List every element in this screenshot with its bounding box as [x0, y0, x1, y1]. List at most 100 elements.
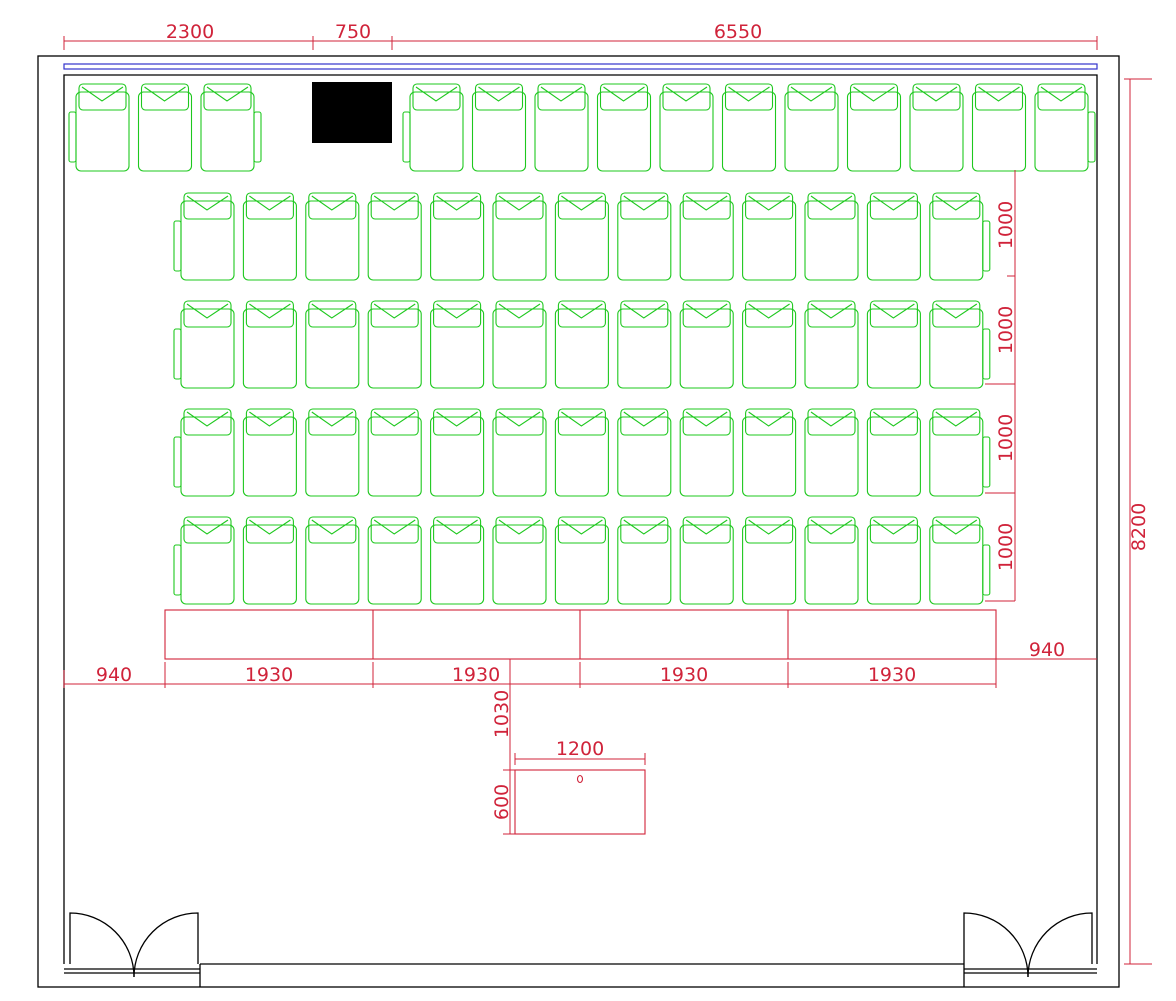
seat-icon	[929, 192, 991, 281]
seating-area	[68, 83, 1096, 605]
seat-icon	[804, 408, 859, 497]
seat-icon	[430, 192, 485, 281]
dim-label-row-4: 1000	[995, 523, 1017, 571]
seat-icon	[242, 192, 297, 281]
door-swing-icon	[69, 912, 135, 978]
dim-label-podium-depth: 600	[491, 784, 513, 820]
desk-row	[164, 609, 997, 660]
seat-icon	[492, 300, 547, 389]
seat-icon	[846, 83, 902, 172]
dim-label-podium-offset: 1030	[491, 690, 513, 738]
seat-icon	[909, 83, 964, 172]
door-right	[963, 912, 1093, 978]
dim-label-right-offset: 940	[1029, 639, 1065, 661]
seat-icon	[137, 83, 193, 172]
door-swing-icon	[963, 912, 1029, 978]
seat-icon	[173, 408, 235, 497]
seat-icon	[929, 408, 991, 497]
seat-icon	[742, 408, 797, 497]
dim-label-row-3: 1000	[995, 414, 1017, 462]
seat-icon	[430, 408, 485, 497]
inner-wall-left	[63, 74, 1098, 964]
seat-icon	[679, 192, 734, 281]
seat-icon	[784, 83, 839, 172]
door-swing-icon	[133, 912, 199, 978]
dim-label-bottom-2: 1930	[245, 664, 293, 686]
seat-icon	[173, 300, 235, 389]
dim-label-bottom-3: 1930	[452, 664, 500, 686]
seat-icon	[742, 300, 797, 389]
seat-icon	[554, 408, 609, 497]
seat-icon	[679, 300, 734, 389]
seat-icon	[492, 516, 547, 605]
seat-icon	[430, 300, 485, 389]
seat-icon	[367, 516, 422, 605]
seat-icon	[804, 192, 859, 281]
seat-icon	[471, 83, 527, 172]
seat-icon	[596, 83, 652, 172]
seat-icon	[554, 516, 609, 605]
window-icon	[63, 63, 1098, 70]
seat-icon	[617, 192, 672, 281]
seat-icon	[617, 408, 672, 497]
seat-icon	[804, 300, 859, 389]
dim-label-top-1: 2300	[166, 21, 214, 43]
seat-icon	[554, 192, 609, 281]
dim-label-top-3: 6550	[714, 21, 762, 43]
seat-icon	[402, 83, 464, 172]
seat-icon	[173, 516, 235, 605]
dimension-top: 2300 750 6550	[63, 21, 1098, 50]
dimension-bottom: 940 1930 1930 1930 1930 940	[63, 639, 1097, 688]
dimension-rows: 1000 1000 1000 1000	[985, 170, 1017, 602]
seat-icon	[367, 408, 422, 497]
seat-icon	[305, 408, 360, 497]
seat-icon	[929, 516, 991, 605]
dim-label-top-2: 750	[335, 21, 371, 43]
seat-icon	[173, 192, 235, 281]
podium-microphone-icon	[576, 774, 584, 784]
seat-icon	[742, 516, 797, 605]
seat-icon	[367, 300, 422, 389]
seat-icon	[742, 192, 797, 281]
seat-icon	[242, 300, 297, 389]
seat-icon	[804, 516, 859, 605]
seat-icon	[305, 516, 360, 605]
outer-wall	[37, 55, 1120, 988]
dim-label-bottom-4: 1930	[660, 664, 708, 686]
podium	[514, 769, 646, 835]
seat-icon	[68, 83, 130, 172]
seat-icon	[866, 408, 921, 497]
dimension-podium: 1030 1200 600	[491, 659, 646, 835]
dimension-right: 8200	[1124, 78, 1152, 965]
seat-icon	[679, 516, 734, 605]
seat-icon	[554, 300, 609, 389]
seat-icon	[659, 83, 714, 172]
seat-icon	[430, 516, 485, 605]
column-icon	[312, 82, 392, 143]
seat-icon	[200, 83, 262, 172]
seat-icon	[866, 516, 921, 605]
dim-label-podium-width: 1200	[556, 738, 604, 760]
seat-icon	[492, 192, 547, 281]
dim-label-bottom-5: 1930	[868, 664, 916, 686]
seat-icon	[866, 300, 921, 389]
seat-icon	[929, 300, 991, 389]
seat-icon	[305, 192, 360, 281]
seat-icon	[367, 192, 422, 281]
seat-icon	[617, 300, 672, 389]
seat-icon	[971, 83, 1027, 172]
podium-table	[514, 769, 646, 835]
seat-icon	[679, 408, 734, 497]
dim-label-row-1: 1000	[995, 201, 1017, 249]
seat-icon	[242, 408, 297, 497]
dim-label-row-2: 1000	[995, 306, 1017, 354]
seat-icon	[1034, 83, 1096, 172]
seat-icon	[721, 83, 777, 172]
seat-icon	[305, 300, 360, 389]
seat-icon	[534, 83, 589, 172]
seat-icon	[617, 516, 672, 605]
seat-icon	[492, 408, 547, 497]
seat-icon	[866, 192, 921, 281]
walls	[37, 55, 1120, 988]
